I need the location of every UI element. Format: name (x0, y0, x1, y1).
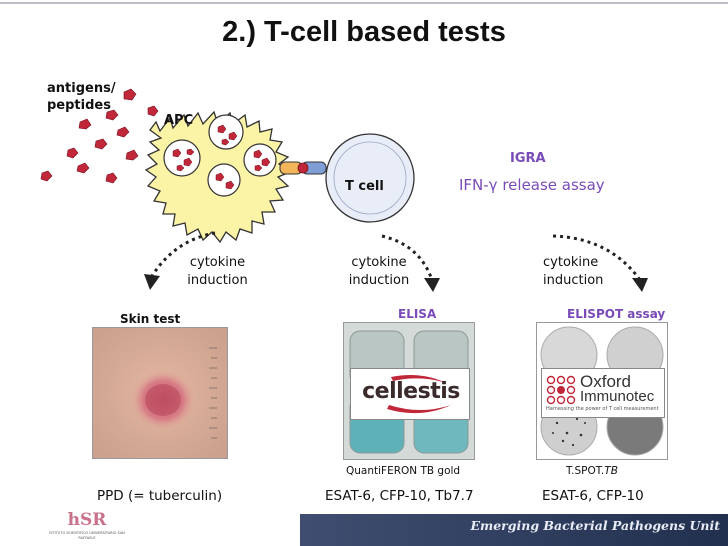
cellestis-logo: cellestis (350, 368, 470, 420)
immune-diagram (40, 88, 648, 292)
hsr-logo: hSR ISTITUTO SCIENTIFICO UNIVERSITARIO S… (49, 510, 125, 544)
elispot-caption-main: T.SPOT. (566, 465, 605, 477)
skin-test-antigens: PPD (= tuberculin) (97, 488, 223, 504)
mhc-tcr-receptor (279, 161, 327, 175)
footer-bar (300, 514, 728, 546)
elisa-caption: QuantiFERON TB gold (346, 465, 461, 477)
top-border-line (0, 2, 728, 4)
immunotec-wordmark: Immunotec (580, 388, 655, 405)
apc-label: APC (164, 113, 194, 128)
vesicle-antigens (172, 124, 271, 190)
footer-unit-name: Emerging Bacterial Pathogens Unit (470, 518, 720, 533)
elisa-heading: ELISA (398, 307, 437, 321)
cytokine-induction-label-middle: cytokine induction (348, 255, 410, 288)
tcell-label: T cell (345, 179, 384, 194)
oxford-wordmark: Oxford (580, 372, 632, 391)
arrow-heads (144, 274, 648, 292)
elispot-antigens: ESAT-6, CFP-10 (542, 488, 644, 504)
elispot-caption: T.SPOT.TB (566, 462, 618, 480)
elispot-heading: ELISPOT assay (567, 307, 666, 321)
oxford-dots-icon (546, 375, 576, 405)
cellestis-wordmark: cellestis (362, 379, 460, 404)
hsr-subtitle: ISTITUTO SCIENTIFICO UNIVERSITARIO SAN R… (49, 531, 125, 540)
antigens-label: antigens/ peptides (47, 81, 116, 113)
oxford-tagline: Harnessing the power of T cell measureme… (546, 406, 659, 412)
skin-test-photo (92, 327, 228, 459)
oxford-immunotec-logo: Oxford Immunotec Harnessing the power of… (541, 368, 665, 418)
skin-test-heading: Skin test (120, 312, 181, 326)
antigen-peptides (40, 88, 159, 184)
elispot-caption-italic: TB (604, 465, 618, 477)
t-cell (325, 133, 415, 223)
hsr-wordmark: hSR (67, 510, 107, 530)
cytokine-induction-label-right: cytokine induction (543, 255, 604, 288)
igra-label: IGRA (510, 151, 546, 166)
igra-description: IFN-γ release assay (459, 176, 605, 194)
cytokine-arrows (150, 231, 642, 281)
cytokine-induction-label-left: cytokine induction (187, 255, 248, 288)
elisa-antigens: ESAT-6, CFP-10, Tb7.7 (325, 488, 474, 504)
page-title: 2.) T-cell based tests (222, 16, 506, 48)
t-cell-inner-ring (333, 141, 407, 215)
